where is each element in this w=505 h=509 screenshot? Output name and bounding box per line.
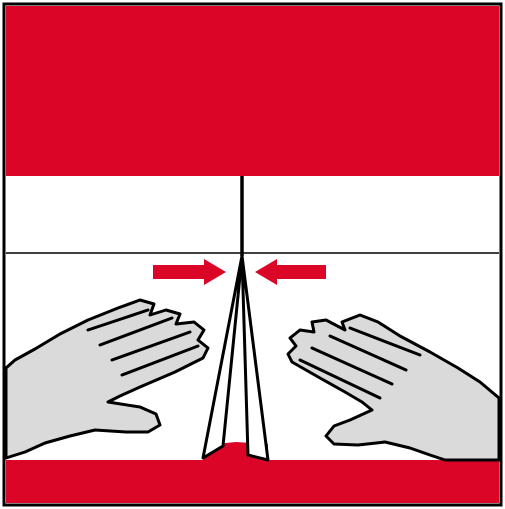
top-red-band	[6, 6, 499, 176]
bottom-red-band	[6, 460, 499, 503]
